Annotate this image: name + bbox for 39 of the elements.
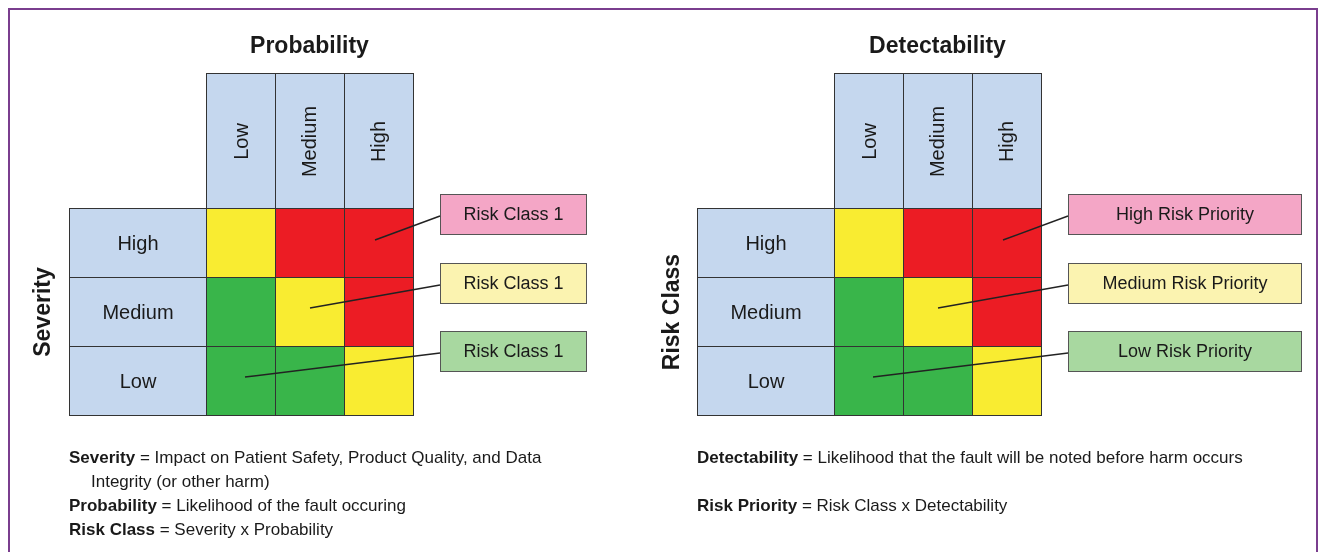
row-header: Low <box>697 346 835 416</box>
definition-note: Severity = Impact on Patient Safety, Product Quality, and Data Integrity (or other harm) <box>69 447 543 493</box>
definition-note: Risk Priority = Risk Class x Detectability <box>697 495 1009 517</box>
column-header: Low <box>206 73 276 209</box>
callout-box: Low Risk Priority <box>1068 331 1302 372</box>
leader-line <box>937 284 1069 309</box>
definition-note: Risk Class = Severity x Probability <box>69 519 335 541</box>
definition-note: Detectability = Likelihood that the fault will be noted before harm occurs <box>697 447 1244 469</box>
matrix-cell <box>344 208 414 278</box>
axis-title: Risk Class <box>657 252 685 373</box>
column-header: Low <box>834 73 904 209</box>
matrix-cell <box>834 346 904 416</box>
matrix-cell <box>206 346 276 416</box>
leader-line <box>244 352 441 378</box>
leader-line <box>1002 215 1069 241</box>
leader-line <box>374 215 441 241</box>
matrix-cell <box>275 277 345 347</box>
row-header: Medium <box>697 277 835 347</box>
matrix-cell <box>903 277 973 347</box>
row-header: Low <box>69 346 207 416</box>
column-header: Medium <box>903 73 973 209</box>
column-header: High <box>344 73 414 209</box>
column-header: High <box>972 73 1042 209</box>
axis-title: Detectability <box>868 31 1007 60</box>
leader-line <box>309 284 441 309</box>
callout-box: Risk Class 1 <box>440 263 587 304</box>
column-header: Medium <box>275 73 345 209</box>
leader-line <box>872 352 1069 378</box>
matrix-cell <box>972 208 1042 278</box>
axis-title: Severity <box>28 266 56 359</box>
axis-title: Probability <box>249 31 370 60</box>
definition-note: Probability = Likelihood of the fault occuring <box>69 495 407 517</box>
row-header: Medium <box>69 277 207 347</box>
row-header: High <box>69 208 207 278</box>
callout-box: High Risk Priority <box>1068 194 1302 235</box>
callout-box: Medium Risk Priority <box>1068 263 1302 304</box>
row-header: High <box>697 208 835 278</box>
callout-box: Risk Class 1 <box>440 194 587 235</box>
callout-box: Risk Class 1 <box>440 331 587 372</box>
